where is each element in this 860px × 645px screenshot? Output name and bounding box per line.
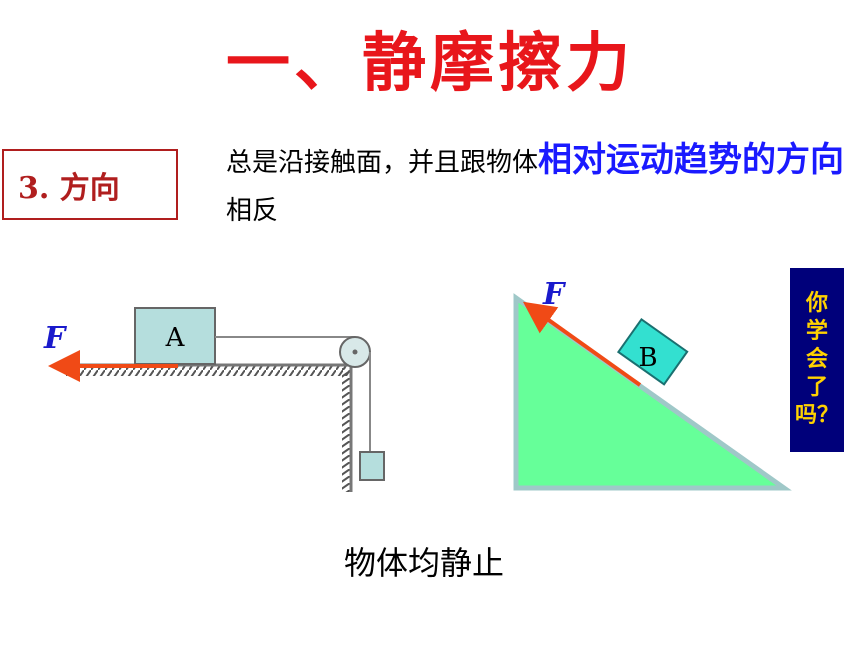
force-label-2: F [542, 277, 567, 312]
diagram-table-pulley: A F [43, 307, 385, 492]
hanging-weight [359, 451, 385, 481]
block-a-label: A [165, 323, 186, 353]
block-b [616, 317, 689, 386]
page-title: 一、静摩擦力 [226, 27, 634, 101]
pulley-axle [352, 349, 358, 355]
side-char-5: 吗？ [794, 403, 839, 428]
side-char-1: 你 [805, 291, 828, 316]
side-char-2: 学 [805, 319, 828, 344]
diagram-incline: B F [513, 277, 792, 491]
side-char-4: 了 [805, 375, 828, 400]
side-char-3: 会 [805, 347, 828, 372]
section-heading: 3. 方向 [2, 149, 178, 220]
description-highlight: 相对运动趋势的方向 [538, 140, 845, 180]
block-b-label: B [638, 343, 657, 373]
description-text: 总是沿接触面，并且跟物体相对运动趋势的方向相反 [226, 136, 856, 235]
table-edge-hatch [342, 368, 352, 492]
force-label-1: F [43, 321, 68, 356]
friction-force-arrow-2 [522, 301, 642, 387]
description-part2: 相反 [226, 196, 279, 226]
side-prompt: 你 学 会 了 吗？ [790, 268, 844, 452]
caption: 物体均静止 [344, 544, 505, 582]
table-surface-hatch [66, 366, 350, 376]
description-part1: 总是沿接触面，并且跟物体 [226, 148, 539, 178]
